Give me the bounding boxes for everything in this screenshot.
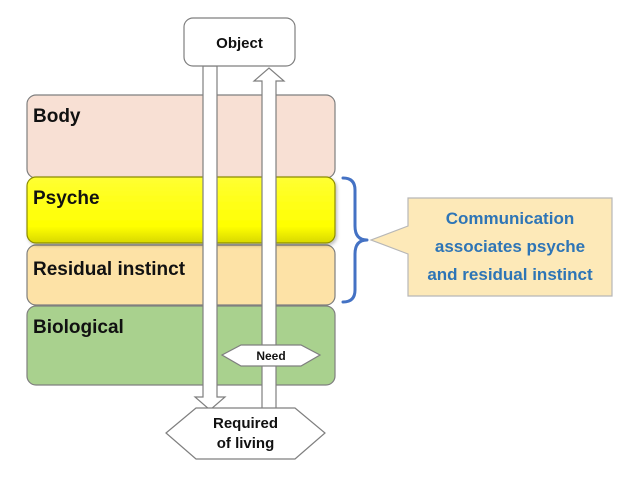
layer-psyche: Psyche (26, 176, 336, 244)
callout-shape (369, 197, 613, 297)
need-tag-shape (220, 344, 322, 367)
layer-body-label: Body (33, 106, 81, 127)
need-label: Need (256, 349, 285, 363)
required-label-line-1: Required (213, 415, 278, 432)
object-box: Object (183, 17, 296, 67)
need-tag: Need (220, 344, 322, 367)
required-label-line-2: of living (217, 435, 275, 452)
layer-residual-instinct-label: Residual instinct (33, 259, 186, 280)
layer-biological-label: Biological (33, 317, 124, 338)
layer-residual-instinct: Residual instinct (26, 244, 336, 306)
curly-bracket (341, 176, 369, 304)
object-label: Object (216, 35, 263, 52)
layer-body: Body (26, 94, 336, 179)
required-of-living-shape (165, 407, 326, 460)
required-of-living-box: Required of living (165, 407, 326, 460)
callout-line-2: associates psyche (435, 237, 585, 256)
callout-line-1: Communication (446, 209, 574, 228)
callout: Communication associates psyche and resi… (369, 197, 613, 297)
arrow-down (193, 65, 227, 411)
layer-residual-instinct-box (26, 244, 336, 306)
layer-psyche-label: Psyche (33, 188, 100, 209)
callout-line-3: and residual instinct (427, 265, 593, 284)
object-box-frame (183, 17, 296, 67)
layer-psyche-box (26, 176, 336, 244)
